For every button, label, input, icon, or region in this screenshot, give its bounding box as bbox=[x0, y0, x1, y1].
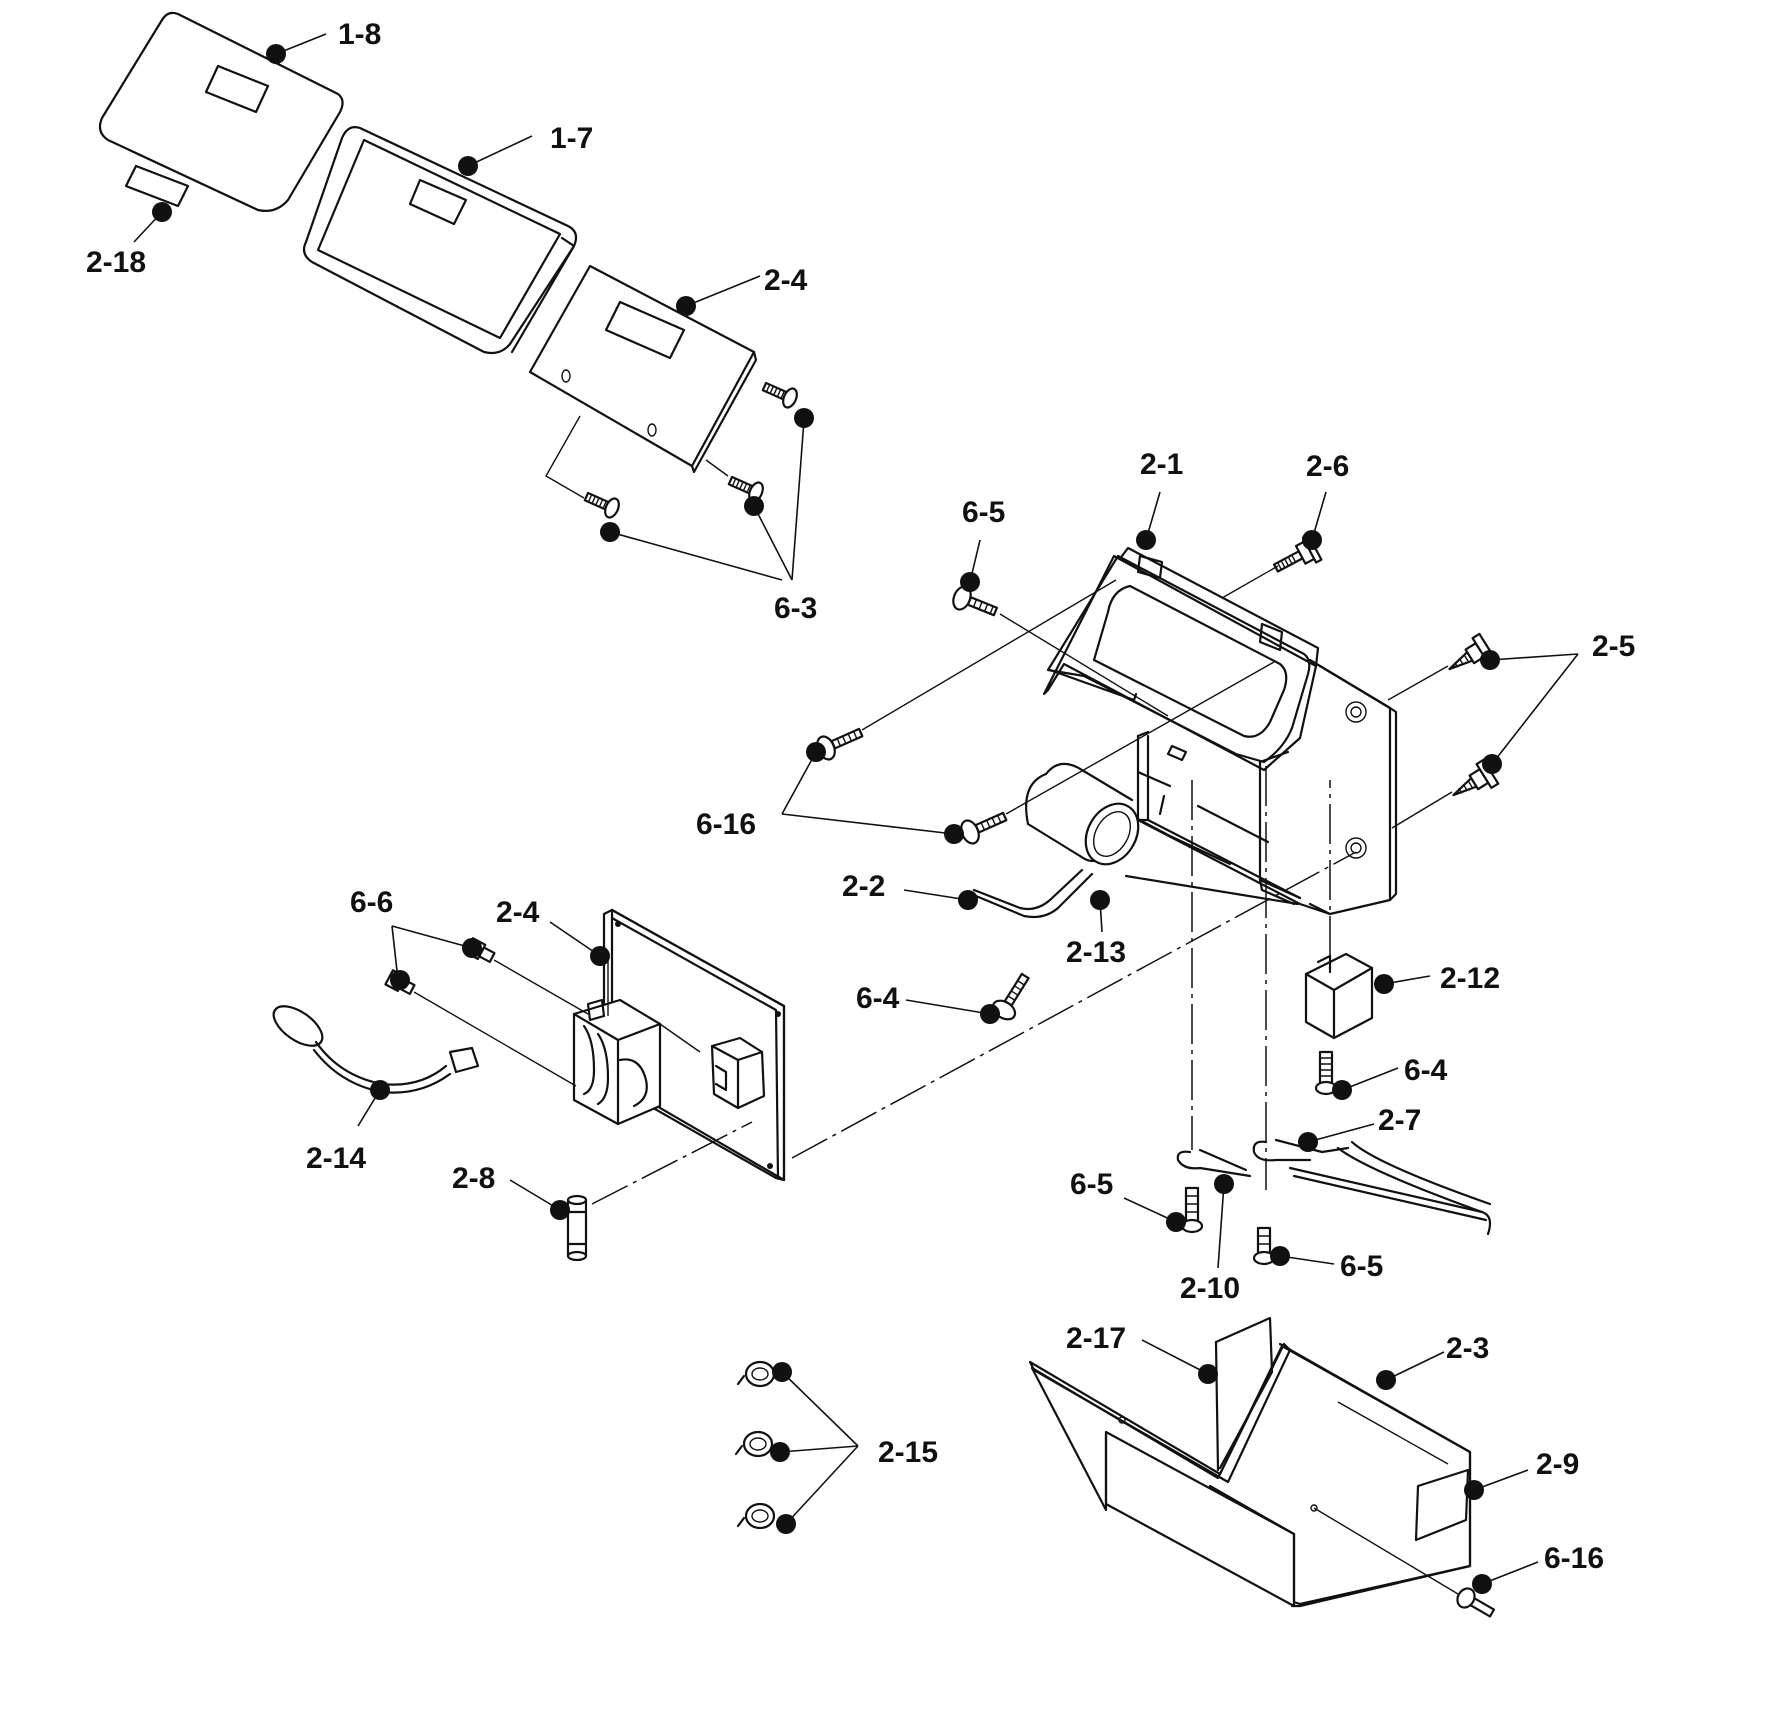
clips-2-15 bbox=[734, 1360, 776, 1530]
screws-2-5 bbox=[1387, 632, 1500, 829]
callout-2-9: 2-9 bbox=[1536, 1448, 1579, 1481]
callout-labels: 1-8 1-7 2-18 2-4 6-3 2-1 2-6 6-5 2-5 6-1… bbox=[86, 18, 1635, 1575]
part-2-4-circuit-board bbox=[572, 908, 786, 1182]
callout-2-6: 2-6 bbox=[1306, 450, 1349, 483]
part-2-8-fuse bbox=[566, 1121, 753, 1262]
callout-2-17: 2-17 bbox=[1066, 1322, 1126, 1355]
callout-2-5: 2-5 bbox=[1592, 630, 1635, 663]
callout-6-5-lower-right: 6-5 bbox=[1340, 1250, 1383, 1283]
callout-6-3: 6-3 bbox=[774, 592, 817, 625]
assembly-line-board bbox=[791, 851, 1357, 1159]
callout-2-4-bottom: 2-4 bbox=[496, 896, 540, 929]
part-1-7-frame bbox=[302, 126, 578, 355]
callout-6-4-right: 6-4 bbox=[1404, 1054, 1448, 1087]
screws-6-6 bbox=[384, 937, 589, 1087]
part-2-14-harness bbox=[272, 1005, 480, 1094]
callout-2-18: 2-18 bbox=[86, 246, 146, 279]
callout-2-3: 2-3 bbox=[1446, 1332, 1489, 1365]
callout-6-16-bottom: 6-16 bbox=[1544, 1542, 1604, 1575]
screws-6-3 bbox=[545, 381, 798, 519]
callout-2-2: 2-2 bbox=[842, 870, 885, 903]
screw-6-16-bottom bbox=[1456, 1587, 1496, 1618]
callout-2-4-top: 2-4 bbox=[764, 264, 808, 297]
callout-6-5-top: 6-5 bbox=[962, 496, 1005, 529]
callout-2-7: 2-7 bbox=[1378, 1104, 1421, 1137]
leader-lines bbox=[133, 33, 1579, 1594]
callout-1-7: 1-7 bbox=[550, 122, 593, 155]
part-2-12-switch bbox=[1304, 780, 1374, 1040]
screws-6-16 bbox=[816, 579, 1275, 845]
part-2-3-tray bbox=[1028, 1316, 1472, 1608]
callout-2-13: 2-13 bbox=[1066, 936, 1126, 969]
callout-1-8: 1-8 bbox=[338, 18, 381, 51]
callout-2-14: 2-14 bbox=[306, 1142, 366, 1175]
callout-6-5-lower-left: 6-5 bbox=[1070, 1168, 1113, 1201]
part-2-10-and-2-7-brackets bbox=[1176, 766, 1492, 1266]
callout-6-16-top: 6-16 bbox=[696, 808, 756, 841]
callout-6-4-middle: 6-4 bbox=[856, 982, 900, 1015]
callout-2-8: 2-8 bbox=[452, 1162, 495, 1195]
callout-2-10: 2-10 bbox=[1180, 1272, 1240, 1305]
part-2-4-plate bbox=[528, 264, 758, 474]
part-1-8-cover bbox=[98, 11, 344, 212]
callout-2-1: 2-1 bbox=[1140, 448, 1183, 481]
callout-2-15: 2-15 bbox=[878, 1436, 938, 1469]
part-2-13-capacitor bbox=[972, 762, 1140, 919]
callout-6-6: 6-6 bbox=[350, 886, 393, 919]
screw-6-5-top bbox=[952, 585, 1169, 717]
callout-2-12: 2-12 bbox=[1440, 962, 1500, 995]
